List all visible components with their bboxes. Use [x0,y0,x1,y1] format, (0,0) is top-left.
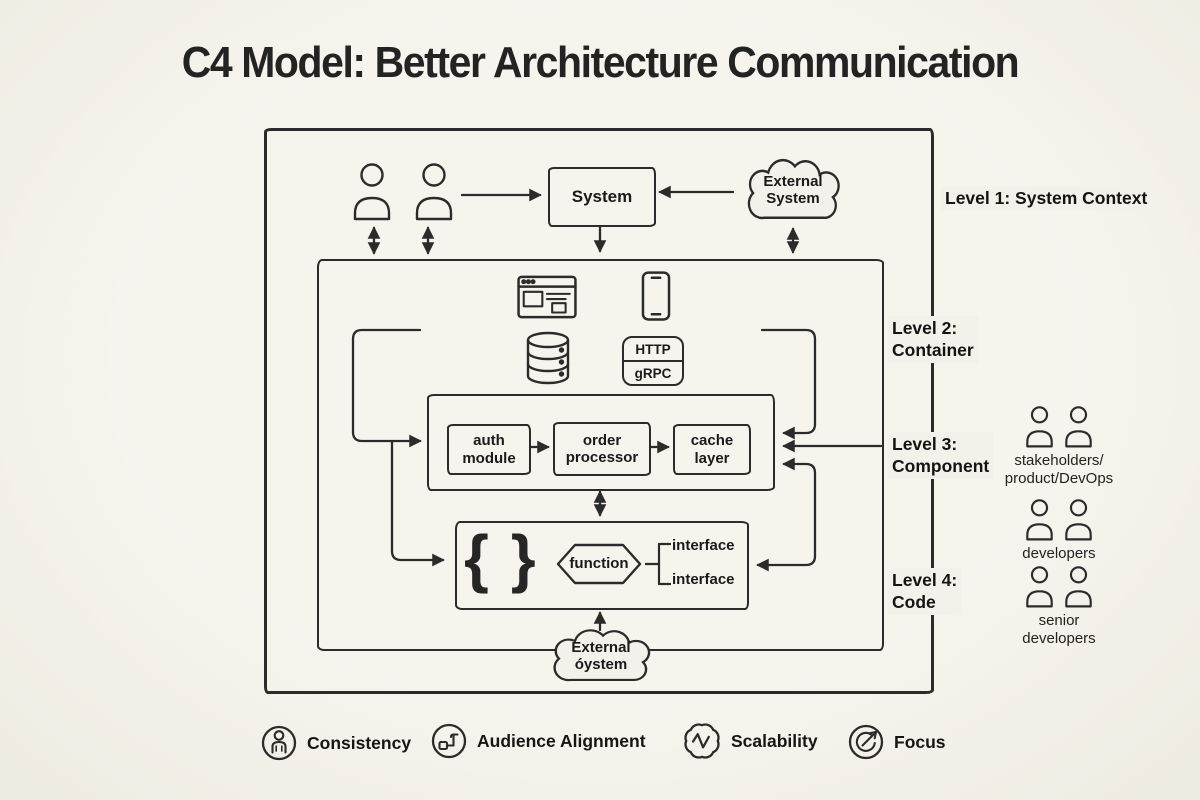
scalability-icon [684,723,720,759]
audience-label: senior developers [1022,612,1096,647]
protocol-box: HTTP gRPC [622,336,684,386]
http-label: HTTP [624,338,682,362]
audience-stakeholders: stakeholders/ product/DevOps [1004,405,1114,487]
cache-layer-box: cache layer [673,424,751,475]
legend-scalability: Scalability [682,721,818,761]
level3-label: Level 3: Component [888,432,994,479]
interface-bracket-icon [645,542,671,586]
interface-label-2: interface [672,571,735,588]
level4-code-frame [455,521,749,610]
user-icon [1026,499,1053,541]
level1-label: Level 1: System Context [941,186,1152,211]
legend-audience-alignment: Audience Alignment [430,722,646,760]
code-braces: { } [464,522,538,594]
audience-developers: developers [1004,498,1114,563]
user-icon [1065,566,1092,608]
audience-label: developers [1022,545,1096,562]
legend-label: Audience Alignment [477,730,646,751]
order-processor-box: order processor [553,422,651,476]
external-system-top-label: External System [763,172,823,207]
user-icon [1065,499,1092,541]
user-icon [1026,566,1053,608]
user-group [1023,565,1095,609]
user-icon [1026,406,1053,448]
level1-system-context-frame [264,128,934,694]
hexagon-icon [556,543,642,585]
user-group [1023,405,1095,449]
user-group [1023,498,1095,542]
user-icon [415,163,453,221]
focus-icon [848,724,884,760]
legend-label: Consistency [307,732,412,753]
system-box: System [548,167,656,227]
legend-label: Focus [894,731,946,752]
external-system-bottom-label: External óystem [571,638,631,673]
legend-label: Scalability [731,730,818,751]
browser-window-icon [517,275,577,319]
cloud-icon [747,158,840,220]
level2-label: Level 2: Container [888,316,978,363]
auth-module-box: auth module [447,424,531,475]
audience-alignment-icon [431,723,467,759]
function-label: function [569,554,629,572]
external-system-cloud-bottom: External óystem [541,625,661,687]
level4-label: Level 4: Code [888,568,962,615]
cloud-icon [553,629,651,682]
interface-label-1: interface [672,537,735,554]
function-hexagon: function [553,541,645,587]
user-icon [353,163,391,221]
external-system-cloud-top: External System [736,154,850,226]
consistency-icon [261,725,297,761]
legend-consistency: Consistency [260,724,411,762]
audience-senior-developers: senior developers [1004,565,1114,647]
user-icon [1065,406,1092,448]
audience-label: stakeholders/ product/DevOps [1004,452,1114,487]
database-icon [526,331,570,385]
page-title: C4 Model: Better Architecture Communicat… [181,38,1020,87]
grpc-label: gRPC [634,365,672,381]
mobile-phone-icon [641,271,671,321]
legend-focus: Focus [847,723,946,761]
